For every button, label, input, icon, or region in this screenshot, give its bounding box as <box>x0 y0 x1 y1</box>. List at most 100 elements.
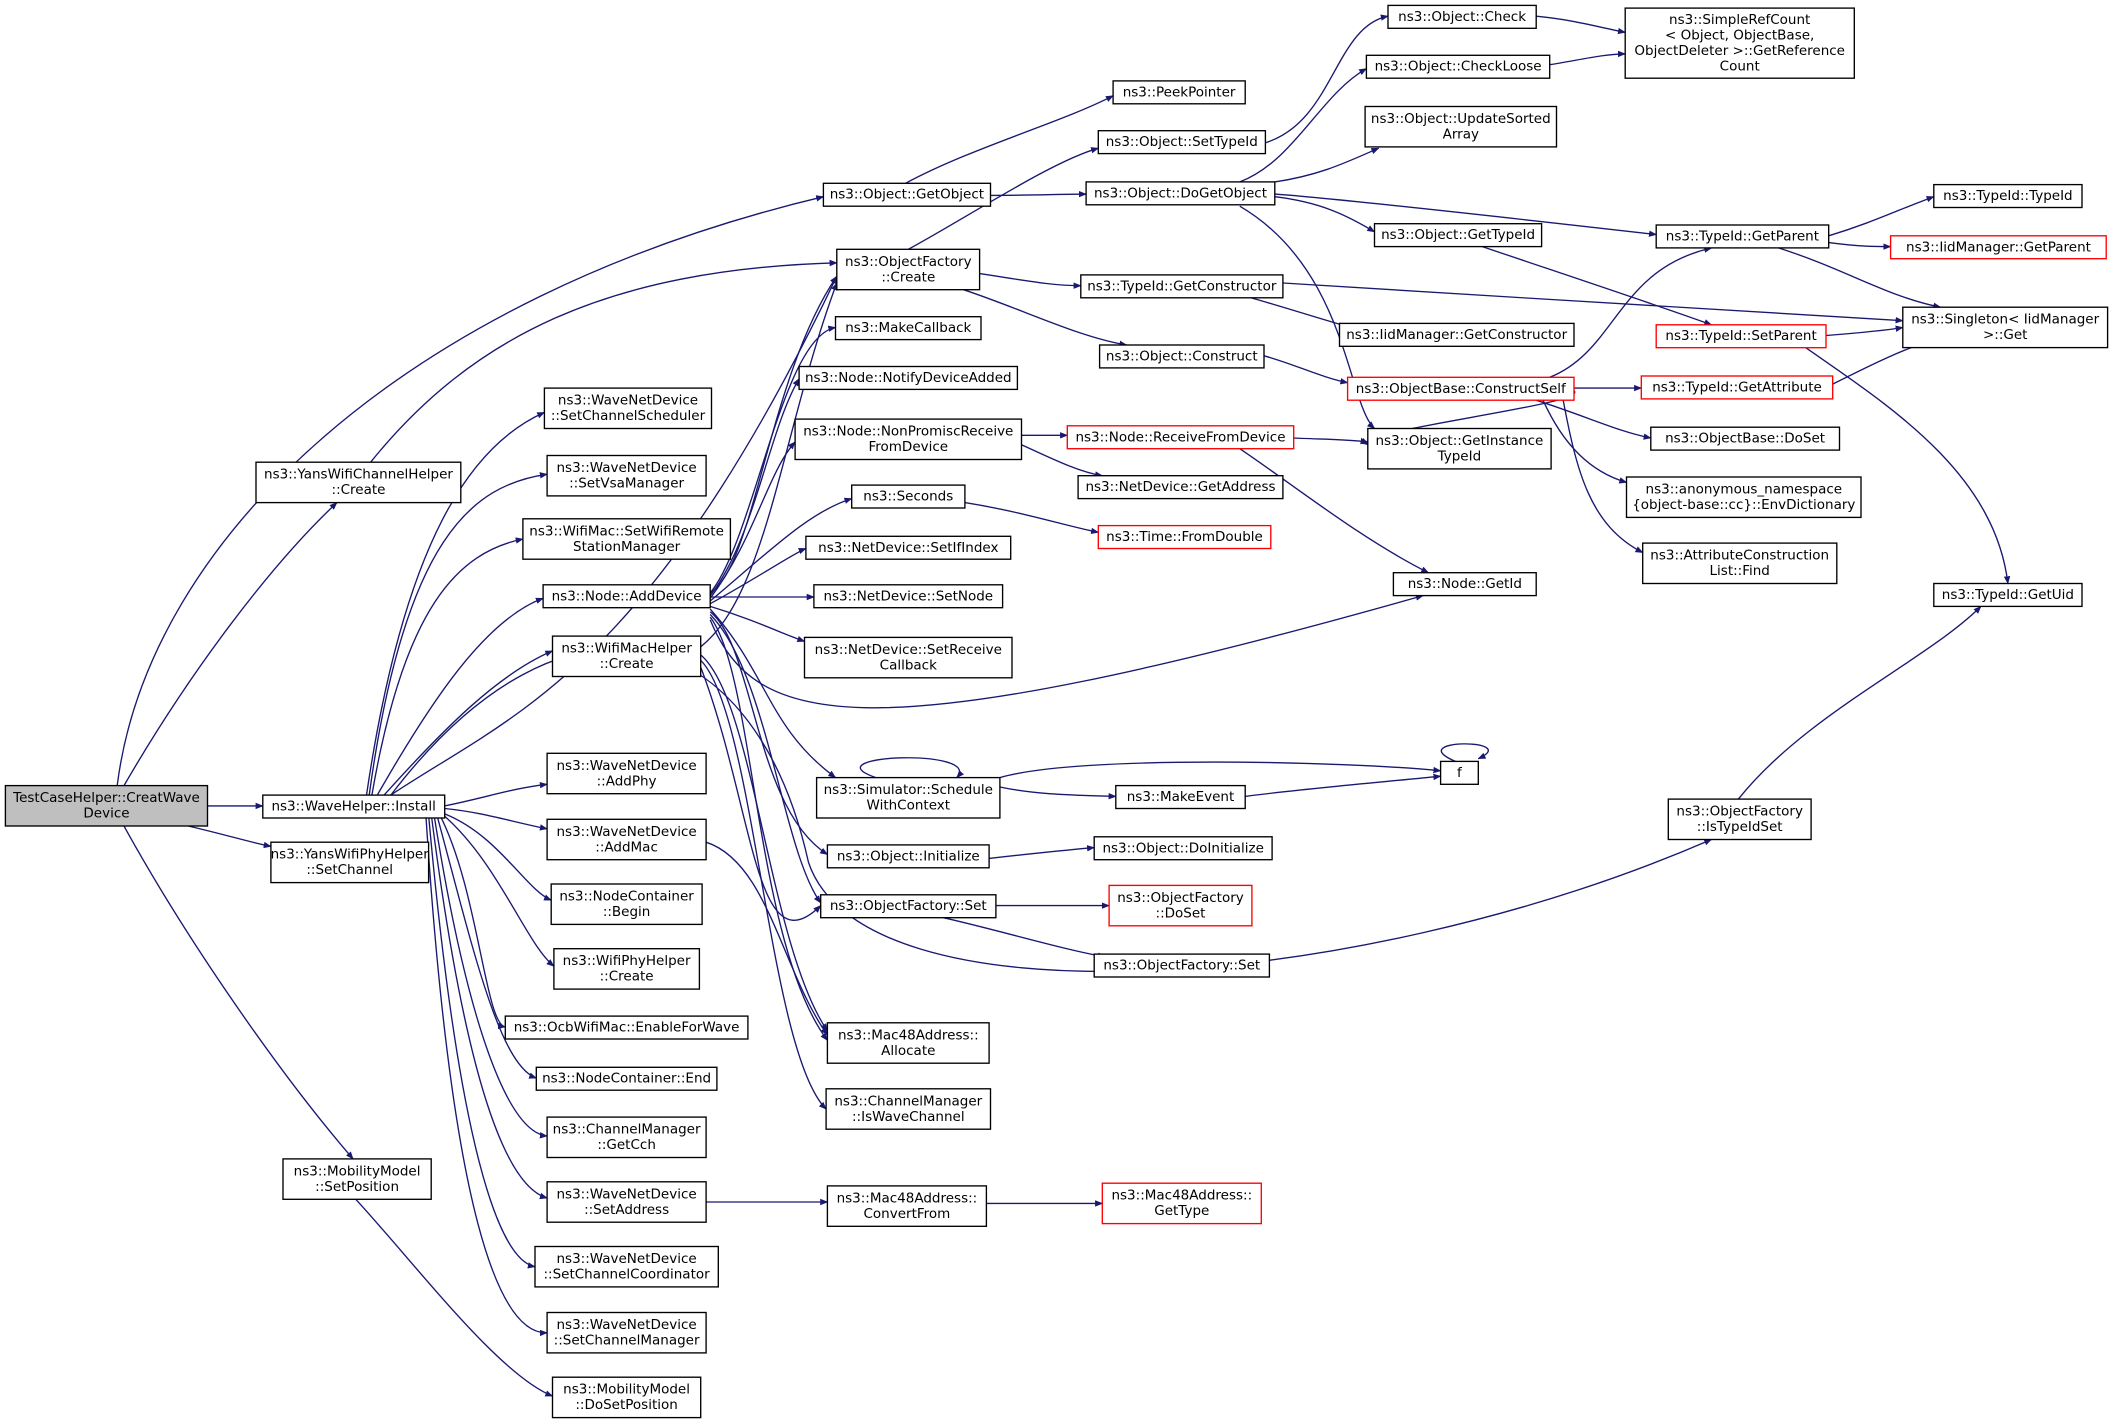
node-obj-check[interactable]: ns3::Object::Check <box>1387 4 1537 29</box>
call-edge <box>1536 15 1626 35</box>
call-edge <box>709 378 800 597</box>
node-iid-getconstructor[interactable]: ns3::IidManager::GetConstructor <box>1338 322 1575 347</box>
node-wnd-setaddress[interactable]: ns3::WaveNetDevice::SetAddress <box>546 1181 707 1223</box>
node-label: ns3::MobilityModel <box>563 1382 690 1398</box>
node-seconds[interactable]: ns3::Seconds <box>851 484 966 509</box>
node-typeid-getparent[interactable]: ns3::TypeId::GetParent <box>1655 224 1830 249</box>
call-edge <box>999 761 1442 779</box>
node-objfactory-set1[interactable]: ns3::ObjectFactory::Set <box>820 894 997 919</box>
node-wnd-addmac[interactable]: ns3::WaveNetDevice::AddMac <box>546 818 707 861</box>
node-wifiphyhelper-create[interactable]: ns3::WifiPhyHelper::Create <box>553 948 701 990</box>
node-obj-settypeid[interactable]: ns3::Object::SetTypeId <box>1097 130 1267 155</box>
node-box <box>1655 224 1830 249</box>
node-wnd-set-chsched[interactable]: ns3::WaveNetDevice::SetChannelScheduler <box>543 387 713 430</box>
node-wnd-set-chmgr[interactable]: ns3::WaveNetDevice::SetChannelManager <box>546 1311 707 1354</box>
node-label: ns3::Object::CheckLoose <box>1375 59 1542 75</box>
node-yans-phy-setchan[interactable]: ns3::YansWifiPhyHelper::SetChannel <box>270 841 430 884</box>
node-nodecont-begin[interactable]: ns3::NodeContainer::Begin <box>550 883 703 926</box>
node-singleton-get[interactable]: ns3::Singleton< IidManager>::Get <box>1902 306 2109 349</box>
node-wnd-set-chcoord[interactable]: ns3::WaveNetDevice::SetChannelCoordinato… <box>534 1245 719 1288</box>
node-obj-dogetobject[interactable]: ns3::Object::DoGetObject <box>1085 181 1276 206</box>
call-edge <box>188 825 272 849</box>
node-chanmgr-iswave[interactable]: ns3::ChannelManager::IsWaveChannel <box>825 1088 992 1130</box>
node-box <box>546 818 707 861</box>
node-obj-doinitialize[interactable]: ns3::Object::DoInitialize <box>1093 836 1273 861</box>
node-node-notify[interactable]: ns3::Node::NotifyDeviceAdded <box>798 365 1019 391</box>
node-wave-install[interactable]: ns3::WaveHelper::Install <box>262 794 446 819</box>
node-typeid-setparent[interactable]: ns3::TypeId::SetParent <box>1655 324 1827 349</box>
node-wnd-set-vsa[interactable]: ns3::WaveNetDevice::SetVsaManager <box>546 454 707 497</box>
node-typeid-getconstructor[interactable]: ns3::TypeId::GetConstructor <box>1080 274 1284 299</box>
node-node-getid[interactable]: ns3::Node::GetId <box>1392 572 1537 597</box>
node-wnd-addphy[interactable]: ns3::WaveNetDevice::AddPhy <box>546 752 707 795</box>
call-edge <box>979 272 1082 289</box>
node-typeid-typeid[interactable]: ns3::TypeId::TypeId <box>1933 183 2083 209</box>
node-label: ns3::Mac48Address:: <box>838 1027 979 1043</box>
node-typeid-getattribute[interactable]: ns3::TypeId::GetAttribute <box>1640 375 1834 400</box>
call-edge <box>435 813 538 1079</box>
node-box <box>1115 784 1246 810</box>
node-objfactory-set2[interactable]: ns3::ObjectFactory::Set <box>1093 953 1271 978</box>
node-box <box>282 1158 432 1200</box>
node-peekpointer[interactable]: ns3::PeekPointer <box>1112 80 1246 105</box>
node-wifimac-setrsm[interactable]: ns3::WifiMac::SetWifiRemoteStationManage… <box>522 518 732 560</box>
node-time-fromdouble[interactable]: ns3::Time::FromDouble <box>1097 524 1272 550</box>
node-makeevent[interactable]: ns3::MakeEvent <box>1115 784 1246 810</box>
node-obj-initialize[interactable]: ns3::Object::Initialize <box>826 844 990 869</box>
node-makecallback[interactable]: ns3::MakeCallback <box>834 316 982 341</box>
node-nodecont-end[interactable]: ns3::NodeContainer::End <box>535 1066 718 1091</box>
node-label: ::Begin <box>603 904 651 920</box>
node-f[interactable]: f <box>1439 760 1479 785</box>
node-label: ns3::WaveNetDevice <box>556 1186 696 1202</box>
node-label: ns3::ObjectFactory <box>1117 890 1244 906</box>
node-node-receivefromdevice[interactable]: ns3::Node::ReceiveFromDevice <box>1066 425 1295 450</box>
node-chanmgr-getcch[interactable]: ns3::ChannelManager::GetCch <box>546 1116 707 1159</box>
call-edge <box>425 813 548 1337</box>
node-box <box>1093 836 1273 861</box>
node-label: f <box>1457 765 1463 781</box>
node-obj-checkloose[interactable]: ns3::Object::CheckLoose <box>1365 54 1551 79</box>
node-yans-chan-create[interactable]: ns3::YansWifiChannelHelper::Create <box>255 461 462 504</box>
node-nd-setnode[interactable]: ns3::NetDevice::SetNode <box>813 584 1004 609</box>
node-label: ns3::WaveNetDevice <box>556 1317 696 1333</box>
node-iid-getparent[interactable]: ns3::IidManager::GetParent <box>1889 235 2107 260</box>
node-nd-getaddress[interactable]: ns3::NetDevice::GetAddress <box>1077 475 1284 500</box>
node-obj-getobject[interactable]: ns3::Object::GetObject <box>822 182 992 207</box>
node-anon-envdict[interactable]: ns3::anonymous_namespace{object-base::cc… <box>1625 476 1862 519</box>
node-label: Count <box>1720 58 1760 74</box>
node-objfactory-doset[interactable]: ns3::ObjectFactory::DoSet <box>1108 884 1253 927</box>
node-obj-construct[interactable]: ns3::Object::Construct <box>1098 344 1265 369</box>
node-obj-gettypeid[interactable]: ns3::Object::GetTypeId <box>1373 223 1543 248</box>
node-simplerefcount[interactable]: ns3::SimpleRefCount< Object, ObjectBase,… <box>1624 7 1855 79</box>
node-objfactory-istypeidset[interactable]: ns3::ObjectFactory::IsTypeIdSet <box>1667 798 1812 841</box>
node-label: ::IsTypeIdSet <box>1697 819 1783 835</box>
call-edge <box>1482 245 1713 326</box>
node-node-adddevice[interactable]: ns3::Node::AddDevice <box>542 584 711 609</box>
node-nd-setifindex[interactable]: ns3::NetDevice::SetIfIndex <box>805 535 1012 560</box>
call-edge <box>1535 399 1652 440</box>
node-typeid-getuid[interactable]: ns3::TypeId::GetUid <box>1933 582 2083 608</box>
call-edge <box>1263 355 1349 385</box>
node-mobility-setpos[interactable]: ns3::MobilityModel::SetPosition <box>282 1158 432 1200</box>
node-box <box>1933 582 2083 608</box>
node-mac48-allocate[interactable]: ns3::Mac48Address::Allocate <box>826 1022 990 1064</box>
node-label: ns3::Mac48Address:: <box>837 1190 978 1206</box>
node-mobility-dosetpos[interactable]: ns3::MobilityModel::DoSetPosition <box>551 1376 702 1419</box>
node-mac48-gettype[interactable]: ns3::Mac48Address::GetType <box>1101 1182 1262 1225</box>
node-wifimachelper-create[interactable]: ns3::WifiMacHelper::Create <box>551 635 702 678</box>
node-objbase-constructself[interactable]: ns3::ObjectBase::ConstructSelf <box>1346 376 1575 401</box>
node-ocb-enable[interactable]: ns3::OcbWifiMac::EnableForWave <box>504 1015 749 1040</box>
node-mac48-convertfrom[interactable]: ns3::Mac48Address::ConvertFrom <box>826 1185 988 1227</box>
node-label: ns3::Object::DoInitialize <box>1102 840 1264 856</box>
node-objbase-doset[interactable]: ns3::ObjectBase::DoSet <box>1650 426 1841 451</box>
node-box <box>1439 760 1479 785</box>
node-objfactory-create[interactable]: ns3::ObjectFactory::Create <box>836 248 981 291</box>
call-edge <box>1021 444 1104 478</box>
